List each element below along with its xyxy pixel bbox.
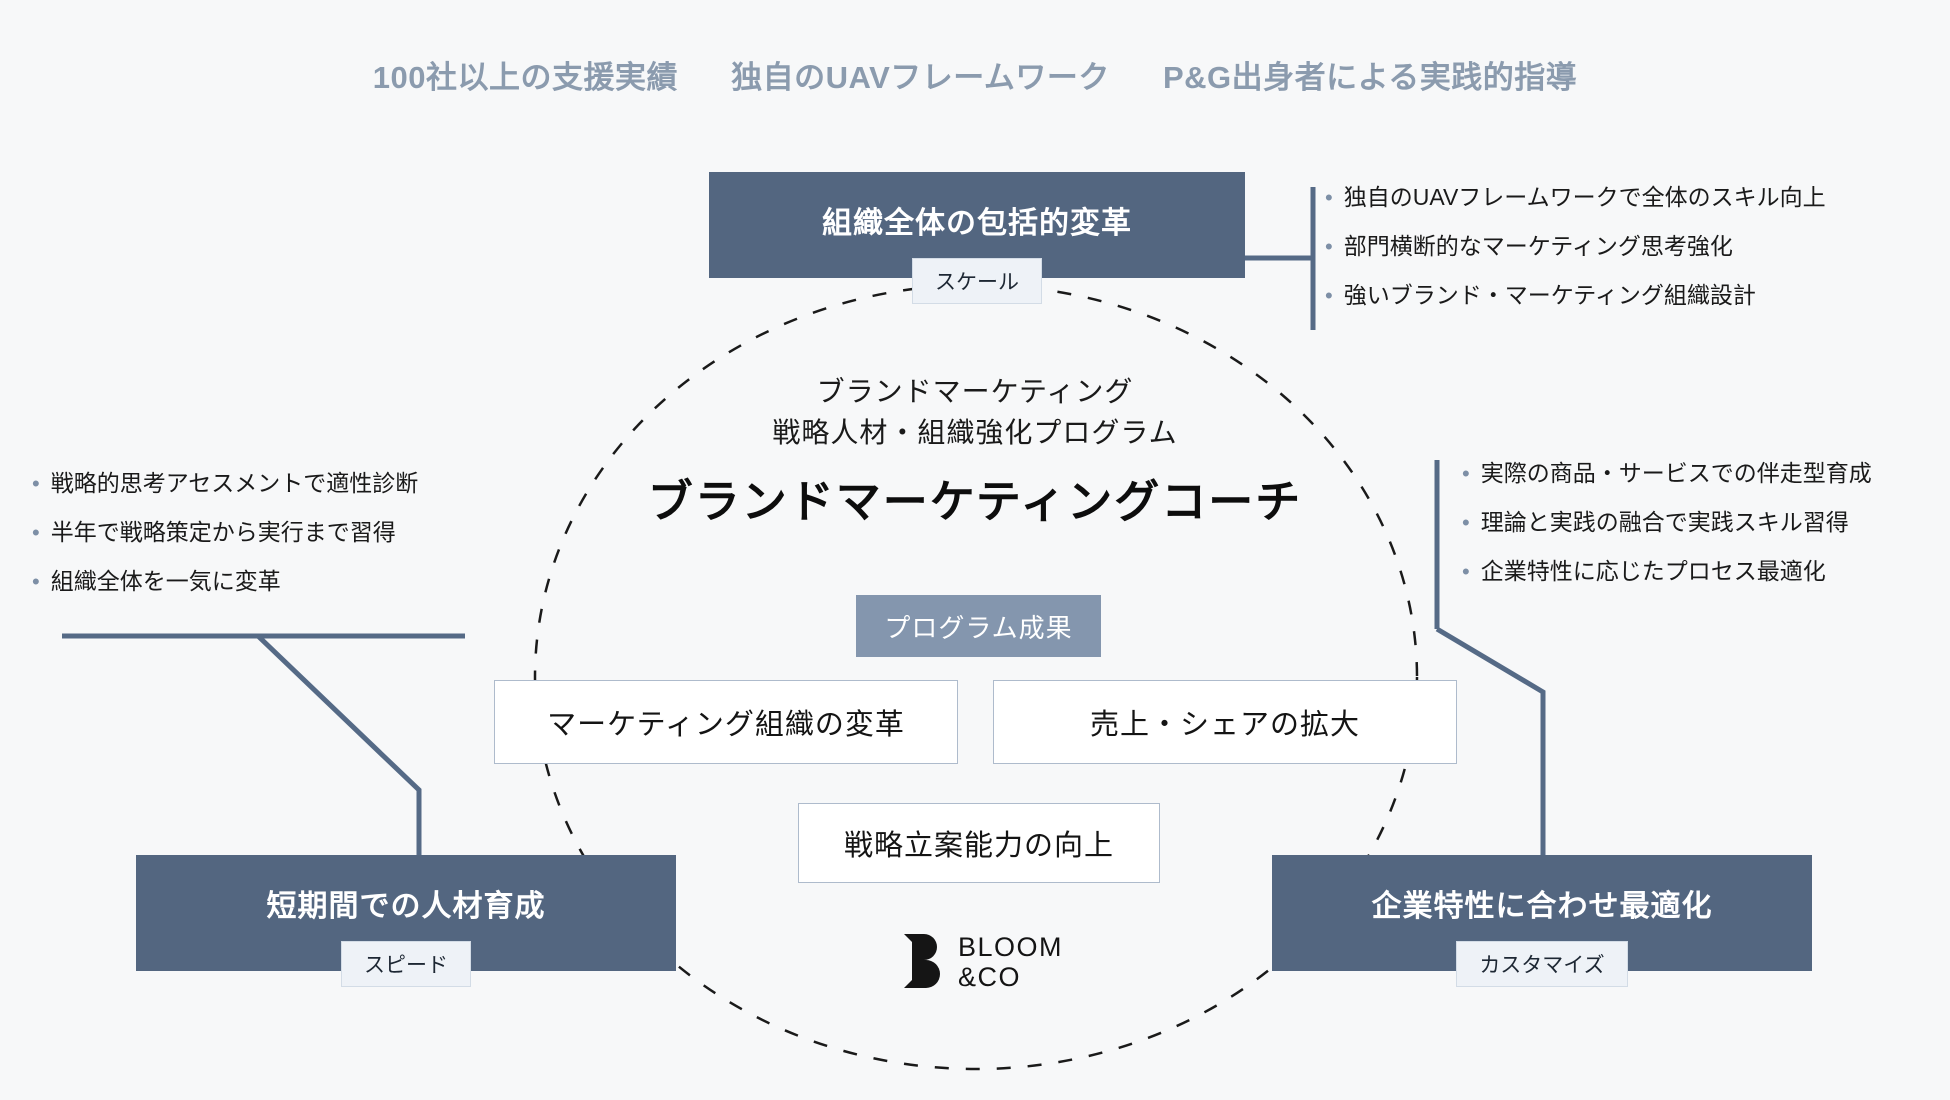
program-outcome-badge: プログラム成果 [856,595,1101,657]
bullet-text: 強いブランド・マーケティング組織設計 [1343,282,1756,308]
list-item: • 企業特性に応じたプロセス最適化 [1462,560,1872,583]
pillar-right-title: 企業特性に合わせ最適化 [1371,890,1713,923]
list-item: • 部門横断的なマーケティング思考強化 [1325,235,1826,258]
program-title: ブランドマーケティングコーチ [647,476,1303,528]
pillar-card-scale[interactable]: 組織全体の包括的変革 スケール [709,172,1245,304]
bullet-text: 独自のUAVフレームワークで全体のスキル向上 [1343,184,1826,210]
header-badge-1: 100社以上の支援実績 [372,60,678,95]
list-item: • 半年で戦略策定から実行まで習得 [32,521,418,544]
header-badge-row: 100社以上の支援実績 独自のUAVフレームワーク P&G出身者による実践的指導 [0,52,1950,97]
outcome-box-1[interactable]: マーケティング組織の変革 [494,680,958,764]
pillar-left-title: 短期間での人材育成 [266,890,546,923]
program-subtitle-line-2: 戦略人材・組織強化プログラム [772,416,1178,448]
bullet-dot-icon: • [32,471,40,496]
logo-line-2: &CO [958,961,1022,992]
bullet-dot-icon: • [1462,559,1470,584]
pillar-card-speed[interactable]: 短期間での人材育成 スピード [136,855,676,987]
bullet-text: 組織全体を一気に変革 [50,568,281,594]
bullet-dot-icon: • [1325,185,1333,210]
outcome-box-2[interactable]: 売上・シェアの拡大 [993,680,1457,764]
bullet-list-right: • 実際の商品・サービスでの伴走型育成 • 理論と実践の融合で実践スキル習得 •… [1462,462,1872,609]
bullet-text: 戦略的思考アセスメントで適性診断 [50,470,419,496]
list-item: • 実際の商品・サービスでの伴走型育成 [1462,462,1872,485]
bullet-list-top-right: • 独自のUAVフレームワークで全体のスキル向上 • 部門横断的なマーケティング… [1325,186,1826,333]
connector-left-drop [256,634,422,857]
bloom-b-mark-icon [902,932,944,993]
list-item: • 理論と実践の融合で実践スキル習得 [1462,511,1872,534]
bullet-dot-icon: • [32,520,40,545]
bullet-dot-icon: • [1325,234,1333,259]
outcome-box-3[interactable]: 戦略立案能力の向上 [798,803,1160,883]
bullet-dot-icon: • [1325,283,1333,308]
bloom-wordmark: BLOOM &CO [958,933,1063,991]
bullet-dot-icon: • [1462,461,1470,486]
bloom-and-co-logo: BLOOM &CO [902,932,1063,993]
bullet-text: 半年で戦略策定から実行まで習得 [50,519,396,545]
pillar-left-tag: スピード [341,941,471,987]
logo-line-1: BLOOM [958,932,1064,963]
header-badge-2: 独自のUAVフレームワーク [731,60,1110,95]
bullet-text: 理論と実践の融合で実践スキル習得 [1480,509,1849,535]
pillar-right-tag: カスタマイズ [1456,941,1628,987]
bullet-list-left: • 戦略的思考アセスメントで適性診断 • 半年で戦略策定から実行まで習得 • 組… [32,472,418,619]
bullet-dot-icon: • [32,569,40,594]
list-item: • 強いブランド・マーケティング組織設計 [1325,284,1826,307]
list-item: • 戦略的思考アセスメントで適性診断 [32,472,418,495]
bullet-dot-icon: • [1462,510,1470,535]
bullet-text: 部門横断的なマーケティング思考強化 [1343,233,1733,259]
list-item: • 独自のUAVフレームワークで全体のスキル向上 [1325,186,1826,209]
pillar-top-title: 組織全体の包括的変革 [822,207,1132,240]
bullet-text: 企業特性に応じたプロセス最適化 [1480,558,1826,584]
bullet-text: 実際の商品・サービスでの伴走型育成 [1480,460,1872,486]
program-subtitle-line-1: ブランドマーケティング [816,376,1134,407]
pillar-top-tag: スケール [912,258,1042,304]
pillar-card-customize[interactable]: 企業特性に合わせ最適化 カスタマイズ [1272,855,1812,987]
header-badge-3: P&G出身者による実践的指導 [1162,60,1578,95]
center-program-block: ブランドマーケティング 戦略人材・組織強化プログラム ブランドマーケティングコー… [475,372,1475,530]
list-item: • 組織全体を一気に変革 [32,570,418,593]
